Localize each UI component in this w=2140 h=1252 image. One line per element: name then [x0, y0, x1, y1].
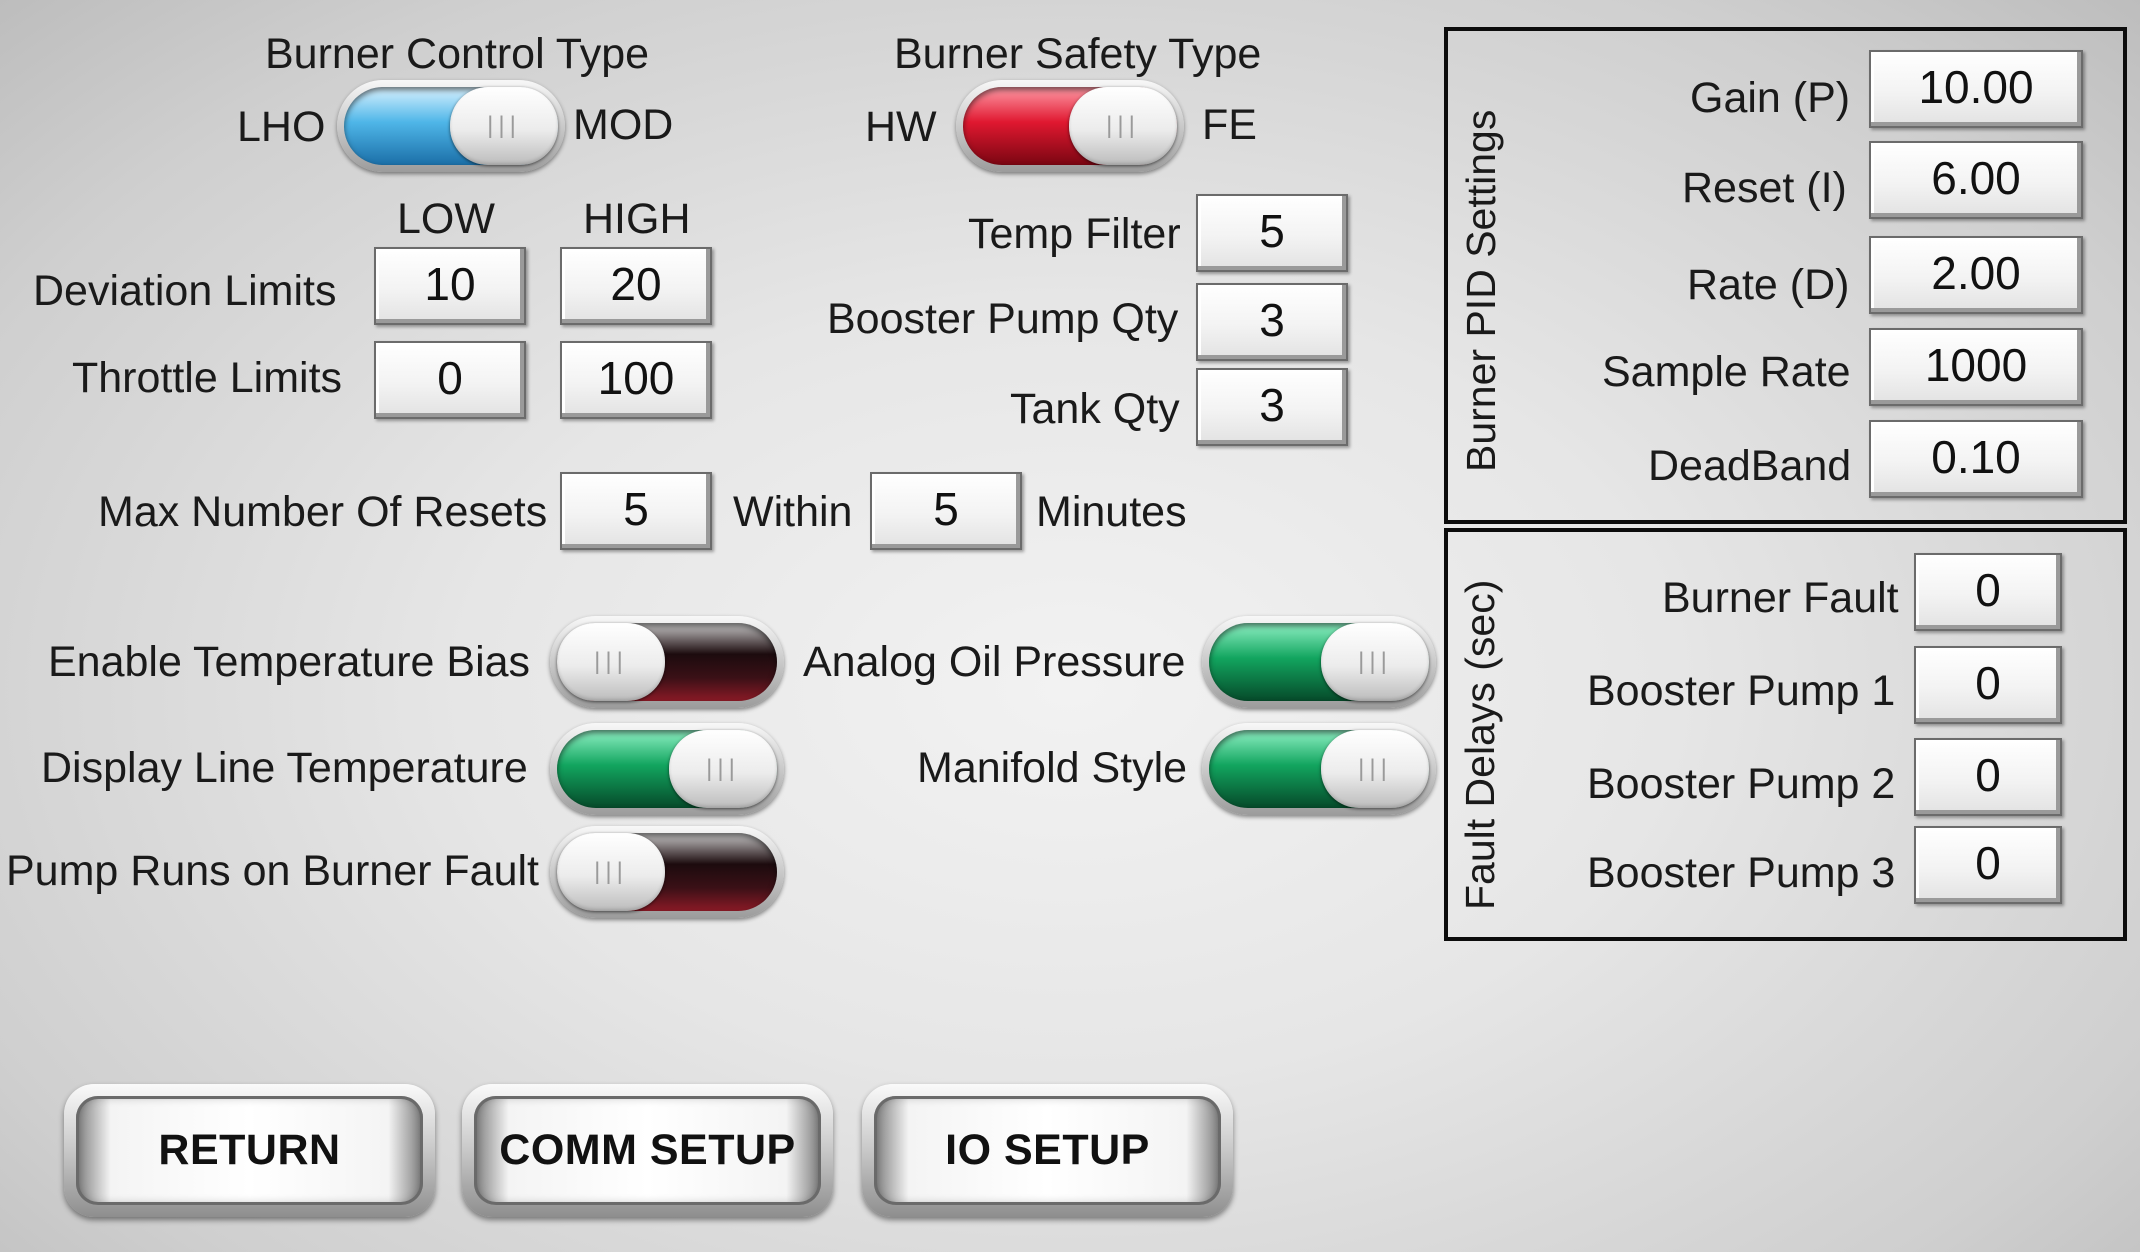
low-header: LOW — [397, 195, 495, 243]
pid-settings-panel — [1444, 27, 2127, 524]
pump-runs-on-fault-label: Pump Runs on Burner Fault — [6, 847, 539, 895]
display-line-temp-toggle[interactable]: ||| — [550, 723, 784, 815]
deviation-low-field[interactable]: 10 — [374, 247, 526, 325]
high-header: HIGH — [583, 195, 691, 243]
reset-minutes-field[interactable]: 5 — [870, 472, 1022, 550]
temp-filter-label: Temp Filter — [968, 210, 1181, 258]
burner-safety-right-label: FE — [1202, 101, 1257, 149]
throttle-limits-label: Throttle Limits — [72, 354, 343, 402]
reset-label: Reset (I) — [1682, 164, 1847, 212]
toggle-knob: ||| — [557, 623, 665, 701]
burner-control-left-label: LHO — [237, 103, 326, 151]
sample-rate-field[interactable]: 1000 — [1869, 328, 2083, 406]
deviation-high-field[interactable]: 20 — [560, 247, 712, 325]
gain-label: Gain (P) — [1690, 74, 1851, 122]
booster-pump-2-label: Booster Pump 2 — [1587, 760, 1896, 808]
booster-pump-2-field[interactable]: 0 — [1914, 738, 2062, 816]
return-button-label: RETURN — [76, 1096, 423, 1205]
burner-safety-left-label: HW — [865, 103, 937, 151]
max-resets-field[interactable]: 5 — [560, 472, 712, 550]
deviation-limits-label: Deviation Limits — [33, 267, 337, 315]
throttle-low-field[interactable]: 0 — [374, 341, 526, 419]
booster-pump-3-label: Booster Pump 3 — [1587, 849, 1896, 897]
enable-temp-bias-toggle[interactable]: ||| — [550, 616, 784, 708]
burner-safety-title: Burner Safety Type — [894, 30, 1262, 78]
toggle-knob: ||| — [669, 730, 777, 808]
return-button[interactable]: RETURN — [64, 1084, 435, 1217]
deadband-label: DeadBand — [1648, 442, 1852, 490]
enable-temp-bias-label: Enable Temperature Bias — [48, 638, 531, 686]
analog-oil-pressure-toggle[interactable]: ||| — [1202, 616, 1436, 708]
gain-field[interactable]: 10.00 — [1869, 50, 2083, 128]
minutes-label: Minutes — [1036, 488, 1187, 536]
toggle-knob: ||| — [1321, 623, 1429, 701]
reset-field[interactable]: 6.00 — [1869, 141, 2083, 219]
within-label: Within — [733, 488, 853, 536]
burner-control-right-label: MOD — [573, 101, 674, 149]
comm-setup-button[interactable]: COMM SETUP — [462, 1084, 833, 1217]
rate-field[interactable]: 2.00 — [1869, 236, 2083, 314]
manifold-style-toggle[interactable]: ||| — [1202, 723, 1436, 815]
booster-pump-qty-field[interactable]: 3 — [1196, 283, 1348, 361]
rate-label: Rate (D) — [1687, 261, 1850, 309]
analog-oil-pressure-label: Analog Oil Pressure — [803, 638, 1186, 686]
pump-runs-on-fault-toggle[interactable]: ||| — [550, 826, 784, 918]
pid-settings-title: Burner PID Settings — [1458, 109, 1504, 472]
toggle-knob: ||| — [450, 87, 558, 165]
booster-pump-1-field[interactable]: 0 — [1914, 646, 2062, 724]
burner-control-title: Burner Control Type — [265, 30, 650, 78]
fault-delays-panel — [1444, 528, 2127, 941]
manifold-style-label: Manifold Style — [917, 744, 1188, 792]
burner-fault-label: Burner Fault — [1662, 574, 1899, 622]
toggle-knob: ||| — [557, 833, 665, 911]
burner-control-toggle[interactable]: ||| — [337, 80, 565, 172]
booster-pump-1-label: Booster Pump 1 — [1587, 667, 1896, 715]
burner-fault-field[interactable]: 0 — [1914, 553, 2062, 631]
comm-setup-button-label: COMM SETUP — [474, 1096, 821, 1205]
burner-safety-toggle[interactable]: ||| — [956, 80, 1184, 172]
sample-rate-label: Sample Rate — [1602, 348, 1851, 396]
toggle-knob: ||| — [1069, 87, 1177, 165]
booster-pump-3-field[interactable]: 0 — [1914, 826, 2062, 904]
deadband-field[interactable]: 0.10 — [1869, 420, 2083, 498]
throttle-high-field[interactable]: 100 — [560, 341, 712, 419]
io-setup-button-label: IO SETUP — [874, 1096, 1221, 1205]
fault-delays-title: Fault Delays (sec) — [1457, 579, 1503, 910]
display-line-temp-label: Display Line Temperature — [41, 744, 528, 792]
io-setup-button[interactable]: IO SETUP — [862, 1084, 1233, 1217]
temp-filter-field[interactable]: 5 — [1196, 194, 1348, 272]
max-resets-label: Max Number Of Resets — [98, 488, 548, 536]
booster-pump-qty-label: Booster Pump Qty — [827, 295, 1179, 343]
tank-qty-field[interactable]: 3 — [1196, 368, 1348, 446]
tank-qty-label: Tank Qty — [1010, 385, 1180, 433]
toggle-knob: ||| — [1321, 730, 1429, 808]
